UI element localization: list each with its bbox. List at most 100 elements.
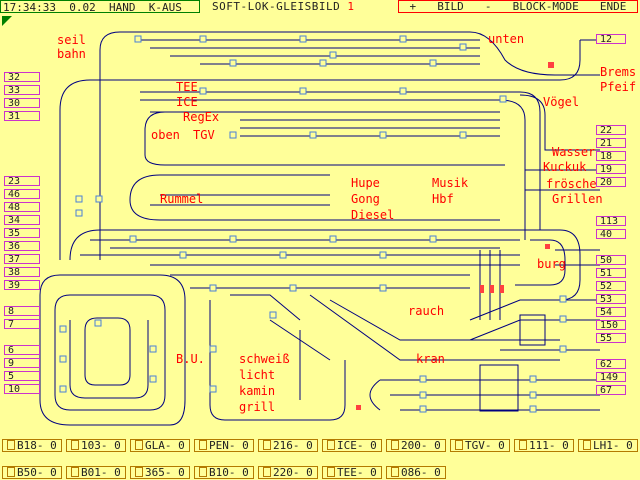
label-ice: ICE [176,95,198,109]
loco-icon [519,440,527,450]
loco-220[interactable]: 220- 0 [258,466,318,479]
label-kamin: kamin [239,384,276,398]
label-bu: B.U. [176,352,205,366]
label-schweiss: schweiß [239,352,290,366]
label-oben: oben [151,128,180,142]
signal-left[interactable]: 37 [4,254,40,265]
signal-left[interactable]: 10 [4,384,40,395]
signal-right[interactable]: 53 [596,294,626,305]
menu-minus[interactable]: - [484,0,492,13]
signal-right[interactable]: 113 [596,216,626,227]
signal-left[interactable]: 39 [4,280,40,291]
loco-icon [71,440,79,450]
label-diesel: Diesel [351,208,395,222]
label-burg: burg [537,257,566,271]
loco-tee[interactable]: TEE- 0 [322,466,382,479]
signal-right[interactable]: 150 [596,320,626,331]
loco-icon [199,467,207,477]
loco-icon [327,440,335,450]
menu-plus[interactable]: + [409,0,417,13]
label-voegel: Vögel [543,95,580,109]
signal-right[interactable]: 21 [596,138,626,149]
start-arrow-icon [2,16,12,26]
signal-left[interactable]: 48 [4,202,40,213]
signal-left[interactable]: 30 [4,98,40,109]
signal-left[interactable]: 7 [4,319,40,330]
label-musik: Musik [432,176,469,190]
loco-icon [135,467,143,477]
label-hbf: Hbf [432,192,454,206]
loco-icon [7,467,15,477]
signal-right[interactable]: 18 [596,151,626,162]
signal-right[interactable]: 149 [596,372,626,383]
loco-ice[interactable]: ICE- 0 [322,439,382,452]
loco-b50[interactable]: B50- 0 [2,466,62,479]
signal-right[interactable]: 12 [596,34,626,45]
page-number: 1 [347,0,355,13]
signal-left[interactable]: 31 [4,111,40,122]
signal-right[interactable]: 54 [596,307,626,318]
loco-086[interactable]: 086- 0 [386,466,446,479]
signal-right[interactable]: 51 [596,268,626,279]
label-grill: grill [239,400,276,414]
loco-icon [263,467,271,477]
loco-365[interactable]: 365- 0 [130,466,190,479]
loco-icon [327,467,335,477]
loco-icon [71,467,79,477]
loco-pen[interactable]: PEN- 0 [194,439,254,452]
signal-left[interactable]: 32 [4,72,40,83]
loco-icon [583,440,591,450]
signal-left[interactable]: 35 [4,228,40,239]
menu-ende[interactable]: ENDE [599,0,627,13]
mode-value: HAND [108,1,136,14]
label-seil: seil [57,33,86,47]
loco-b01[interactable]: B01- 0 [66,466,126,479]
menu-bar: + BILD - BLOCK-MODE ENDE [398,0,638,13]
signal-right[interactable]: 55 [596,333,626,344]
loco-b10[interactable]: B10- 0 [194,466,254,479]
loco-gla[interactable]: GLA- 0 [130,439,190,452]
clock: 17:34:33 [3,1,56,14]
label-hupe: Hupe [351,176,380,190]
label-rauch: rauch [408,304,445,318]
loco-111[interactable]: 111- 0 [514,439,574,452]
signal-left[interactable]: 46 [4,189,40,200]
loco-tgv[interactable]: TGV- 0 [450,439,510,452]
loco-icon [199,440,207,450]
label-grillen: Grillen [552,192,603,206]
label-pfeif: Pfeif [600,80,637,94]
status-panel: 17:34:33 0.02 HAND K-AUS [0,0,200,14]
loco-icon [263,440,271,450]
signal-left[interactable]: 34 [4,215,40,226]
top-bar: 17:34:33 0.02 HAND K-AUS SOFT-LOK-GLEISB… [0,0,640,15]
speed-value: 0.02 [69,1,96,14]
signal-right[interactable]: 20 [596,177,626,188]
menu-block-mode[interactable]: BLOCK-MODE [512,0,579,13]
loco-103[interactable]: 103- 0 [66,439,126,452]
loco-lh1[interactable]: LH1- 0 [578,439,638,452]
signal-right[interactable]: 62 [596,359,626,370]
loco-200[interactable]: 200- 0 [386,439,446,452]
label-wasser: Wasser [552,145,596,159]
signal-right[interactable]: 67 [596,385,626,396]
loco-216[interactable]: 216- 0 [258,439,318,452]
label-kran: kran [416,352,445,366]
signal-left[interactable]: 6 [4,345,40,356]
k-aus-value: K-AUS [148,1,182,14]
signal-right[interactable]: 50 [596,255,626,266]
loco-icon [391,440,399,450]
signal-left[interactable]: 9 [4,358,40,369]
signal-left[interactable]: 8 [4,306,40,317]
menu-bild[interactable]: BILD [437,0,464,13]
signal-right[interactable]: 19 [596,164,626,175]
signal-right[interactable]: 52 [596,281,626,292]
signal-left[interactable]: 5 [4,371,40,382]
signal-left[interactable]: 33 [4,85,40,96]
loco-b18[interactable]: B18- 0 [2,439,62,452]
signal-left[interactable]: 36 [4,241,40,252]
signal-left[interactable]: 23 [4,176,40,187]
signal-right[interactable]: 22 [596,125,626,136]
signal-left[interactable]: 38 [4,267,40,278]
signal-right[interactable]: 40 [596,229,626,240]
